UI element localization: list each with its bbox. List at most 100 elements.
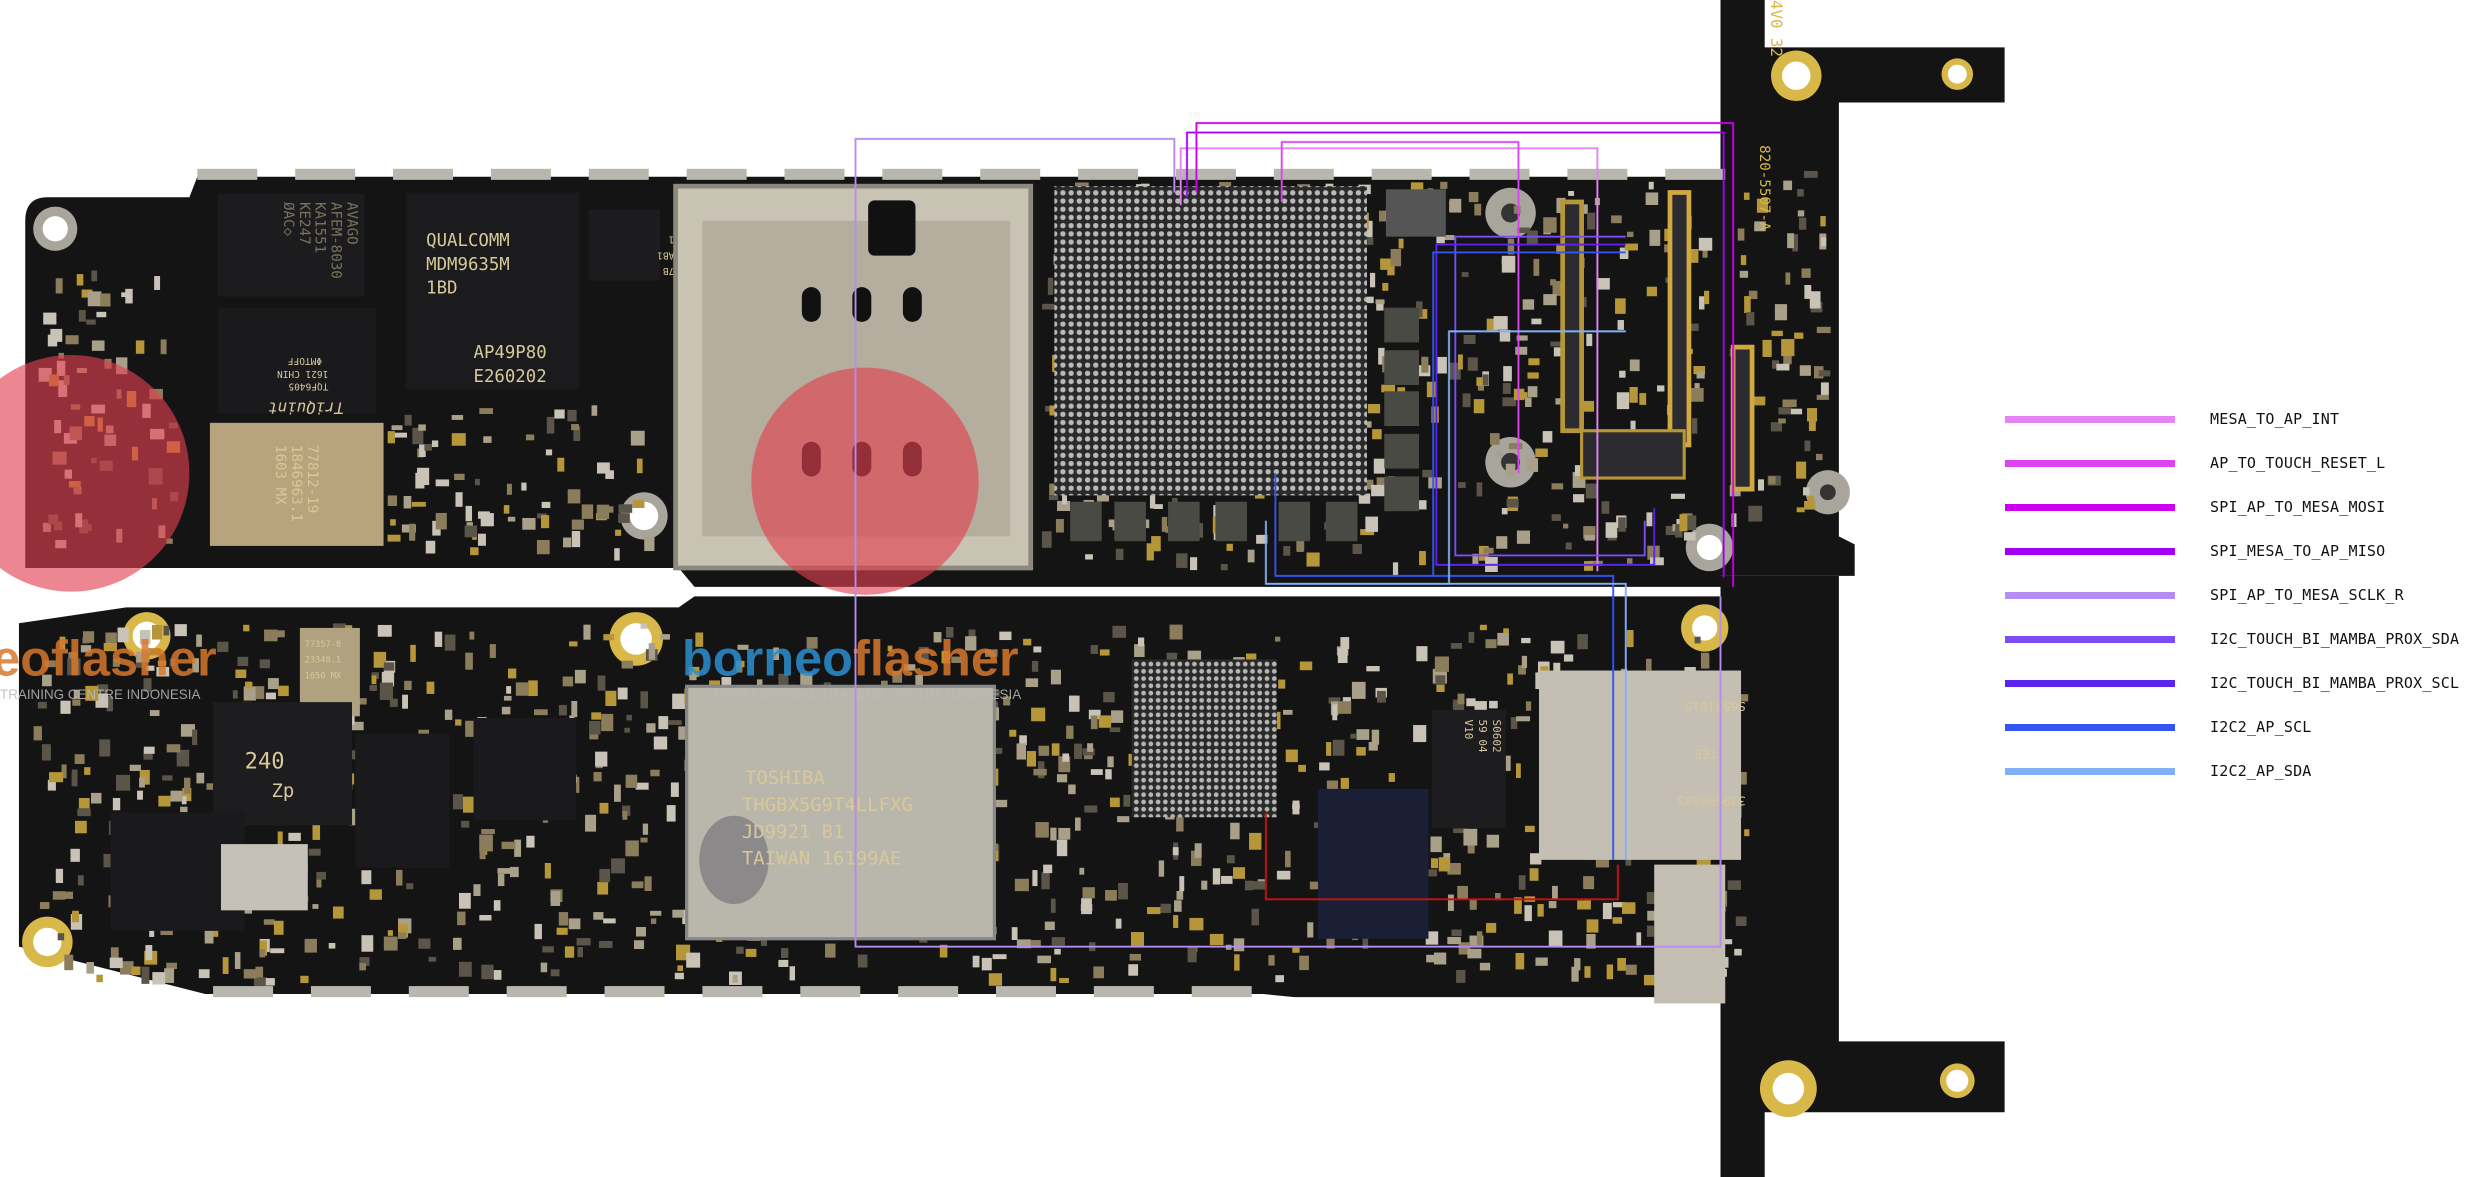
smd-component: [556, 927, 568, 935]
smd-component: [379, 682, 394, 700]
smd-component: [1433, 952, 1447, 965]
smd-component: [1527, 372, 1539, 379]
smd-component: [1083, 753, 1093, 760]
svg-text:77812-19: 77812-19: [304, 445, 320, 513]
smd-component: [1062, 753, 1070, 762]
legend-swatch: [2005, 723, 2175, 731]
smd-component: [1422, 469, 1433, 478]
smd-component: [1026, 751, 1037, 767]
smd-component: [416, 467, 430, 486]
smd-component: [1358, 493, 1371, 504]
smd-component: [149, 710, 160, 717]
smd-component: [546, 416, 555, 434]
smd-component: [96, 311, 107, 318]
smd-component: [1371, 484, 1385, 497]
smd-component: [259, 949, 266, 958]
smd-component: [541, 501, 551, 509]
shield-clip: [604, 986, 665, 998]
svg-text:THGBX5G9T4LLFXG: THGBX5G9T4LLFXG: [742, 794, 913, 816]
smd-component: [1296, 539, 1304, 552]
smd-component: [1783, 180, 1793, 191]
smd-component: [648, 643, 656, 660]
smd-component: [1496, 536, 1508, 549]
smd-component: [583, 624, 591, 640]
smd-component: [1550, 640, 1565, 654]
smd-component: [1586, 333, 1593, 347]
smd-component: [1068, 695, 1080, 712]
smd-component: [567, 489, 581, 504]
legend-label: SPI_MESA_TO_AP_MISO: [2210, 542, 2386, 560]
shield-clip: [408, 986, 469, 998]
smd-component: [1573, 494, 1585, 503]
smd-component: [419, 444, 426, 458]
mounting-hole: [33, 206, 78, 251]
smd-component: [1134, 644, 1145, 658]
smd-component: [180, 724, 195, 737]
smd-component: [1090, 715, 1098, 730]
shield-clip: [1093, 986, 1154, 998]
smd-component: [435, 512, 447, 530]
smd-component: [1326, 742, 1332, 756]
smd-component: [1804, 170, 1818, 178]
smd-component: [507, 668, 517, 679]
smd-component: [595, 751, 608, 767]
smd-component: [1531, 318, 1542, 325]
smd-component: [1612, 917, 1623, 924]
trace-spi-ap-to-mesa-sclk-r: [854, 137, 1722, 948]
smd-component: [1079, 867, 1085, 875]
smd-component: [1158, 860, 1165, 877]
smd-component: [1456, 970, 1466, 983]
smd-component: [1517, 227, 1530, 234]
smd-component: [1381, 384, 1396, 393]
smd-component: [392, 432, 408, 438]
smd-component: [1502, 383, 1511, 394]
shield-clip: [995, 986, 1056, 998]
smd-component: [593, 912, 604, 920]
smd-component: [591, 712, 602, 720]
smd-component: [1646, 512, 1653, 527]
smd-component: [1413, 725, 1427, 743]
smd-component: [1416, 646, 1428, 662]
smd-component: [489, 644, 496, 658]
watermark: eoflasher TRAINING CENTRE INDONESIA born…: [0, 355, 1021, 702]
smd-component: [409, 523, 416, 541]
smd-component: [1521, 637, 1531, 644]
smd-component: [176, 749, 190, 767]
smd-component: [1602, 902, 1612, 920]
smd-component: [1469, 899, 1477, 910]
smd-component: [1356, 747, 1366, 756]
shield-clip: [1665, 168, 1726, 180]
smd-component: [1009, 729, 1017, 737]
smd-component: [999, 631, 1012, 641]
smd-component: [85, 685, 99, 701]
smd-component: [887, 645, 893, 652]
smd-component: [558, 912, 569, 926]
smd-component: [1058, 827, 1071, 840]
smd-component: [1425, 931, 1439, 945]
smd-component: [672, 909, 684, 918]
smd-component: [1105, 769, 1112, 780]
smd-component: [1043, 864, 1053, 874]
smd-component: [1473, 399, 1485, 414]
smd-component: [1618, 517, 1626, 532]
legend-swatch: [2005, 767, 2175, 775]
smd-component: [1392, 562, 1399, 576]
smd-component: [1457, 885, 1468, 899]
smd-component: [243, 969, 257, 979]
smd-component: [1515, 346, 1528, 355]
shield-clip: [1273, 168, 1334, 180]
smd-component: [148, 648, 161, 656]
smd-component: [97, 684, 109, 693]
smd-component: [1646, 658, 1652, 671]
smd-component: [1056, 839, 1068, 857]
shield-clip: [1191, 986, 1252, 998]
smd-component: [497, 873, 505, 887]
svg-text:TriQuint: TriQuint: [268, 398, 344, 417]
smd-component: [162, 775, 173, 781]
smd-component: [371, 675, 377, 685]
smd-component: [475, 478, 480, 486]
smd-component: [528, 680, 538, 697]
smd-component: [145, 945, 153, 961]
smd-component: [91, 792, 102, 804]
smd-component: [1629, 359, 1640, 372]
